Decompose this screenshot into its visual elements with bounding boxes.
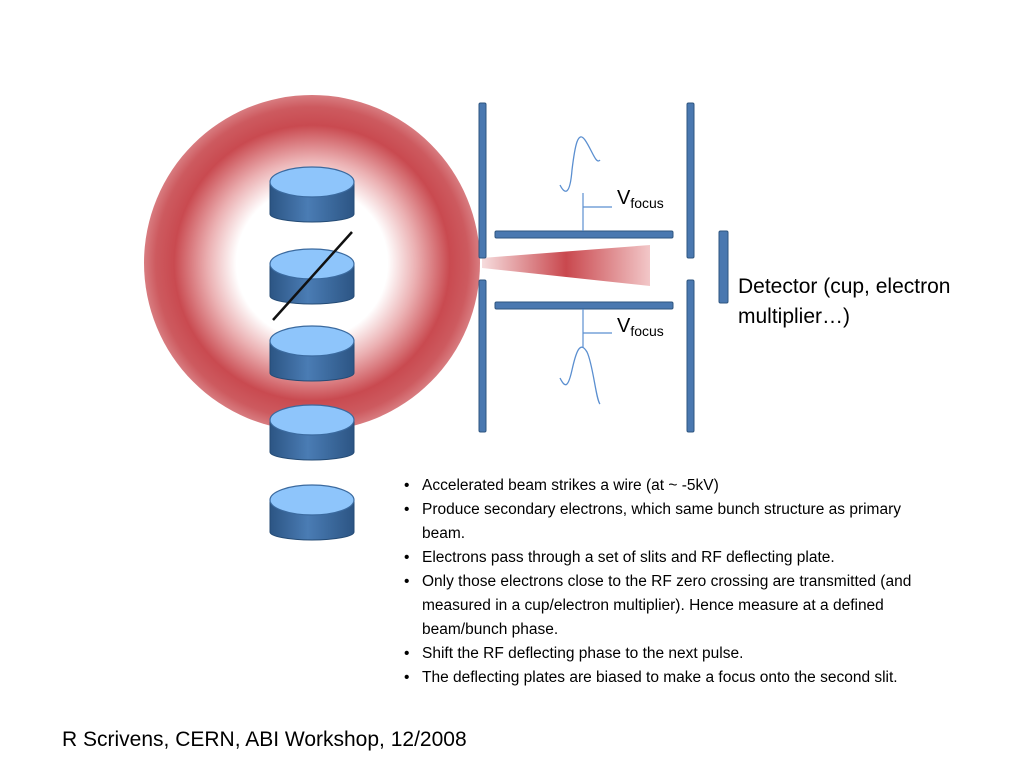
v-focus-top-subscript: focus <box>630 195 664 211</box>
v-focus-bottom-symbol: V <box>617 315 631 337</box>
slit-plate-upper-left <box>478 102 487 259</box>
target-wire <box>272 231 353 321</box>
disc <box>269 248 355 305</box>
bullet-item: Only those electrons close to the RF zer… <box>398 570 938 642</box>
v-focus-bottom-connector <box>582 309 612 348</box>
footer-credit: R Scrivens, CERN, ABI Workshop, 12/2008 <box>62 728 467 751</box>
deflecting-plate-top <box>494 230 674 239</box>
bullet-item: Produce secondary electrons, which same … <box>398 498 938 546</box>
slit-plate-upper-right <box>686 102 695 259</box>
v-focus-top-symbol: V <box>617 187 631 209</box>
v-focus-bottom-subscript: focus <box>630 323 664 339</box>
v-focus-top-label: Vfocus <box>617 188 664 210</box>
disc <box>269 404 355 461</box>
bullet-item: The deflecting plates are biased to make… <box>398 666 938 690</box>
bullet-list: Accelerated beam strikes a wire (at ~ -5… <box>398 474 938 690</box>
bullet-item: Accelerated beam strikes a wire (at ~ -5… <box>398 474 938 498</box>
v-focus-top-connector <box>582 193 612 231</box>
disc <box>269 484 355 541</box>
disc <box>269 325 355 382</box>
deflecting-plate-bottom <box>494 301 674 310</box>
disc-stack <box>269 166 355 541</box>
detector-plate <box>718 230 729 304</box>
bullet-item: Electrons pass through a set of slits an… <box>398 546 938 570</box>
detector-label: Detector (cup, electron multiplier…) <box>738 275 951 328</box>
disc <box>269 166 355 223</box>
slit-plate-lower-right <box>686 279 695 433</box>
v-focus-bottom-label: Vfocus <box>617 316 664 338</box>
bullet-item: Shift the RF deflecting phase to the nex… <box>398 642 938 666</box>
secondary-electron-beam <box>482 245 650 286</box>
rf-wave-bottom-icon <box>559 346 601 405</box>
rf-wave-top-icon <box>559 136 601 192</box>
slit-plate-lower-left <box>478 279 487 433</box>
